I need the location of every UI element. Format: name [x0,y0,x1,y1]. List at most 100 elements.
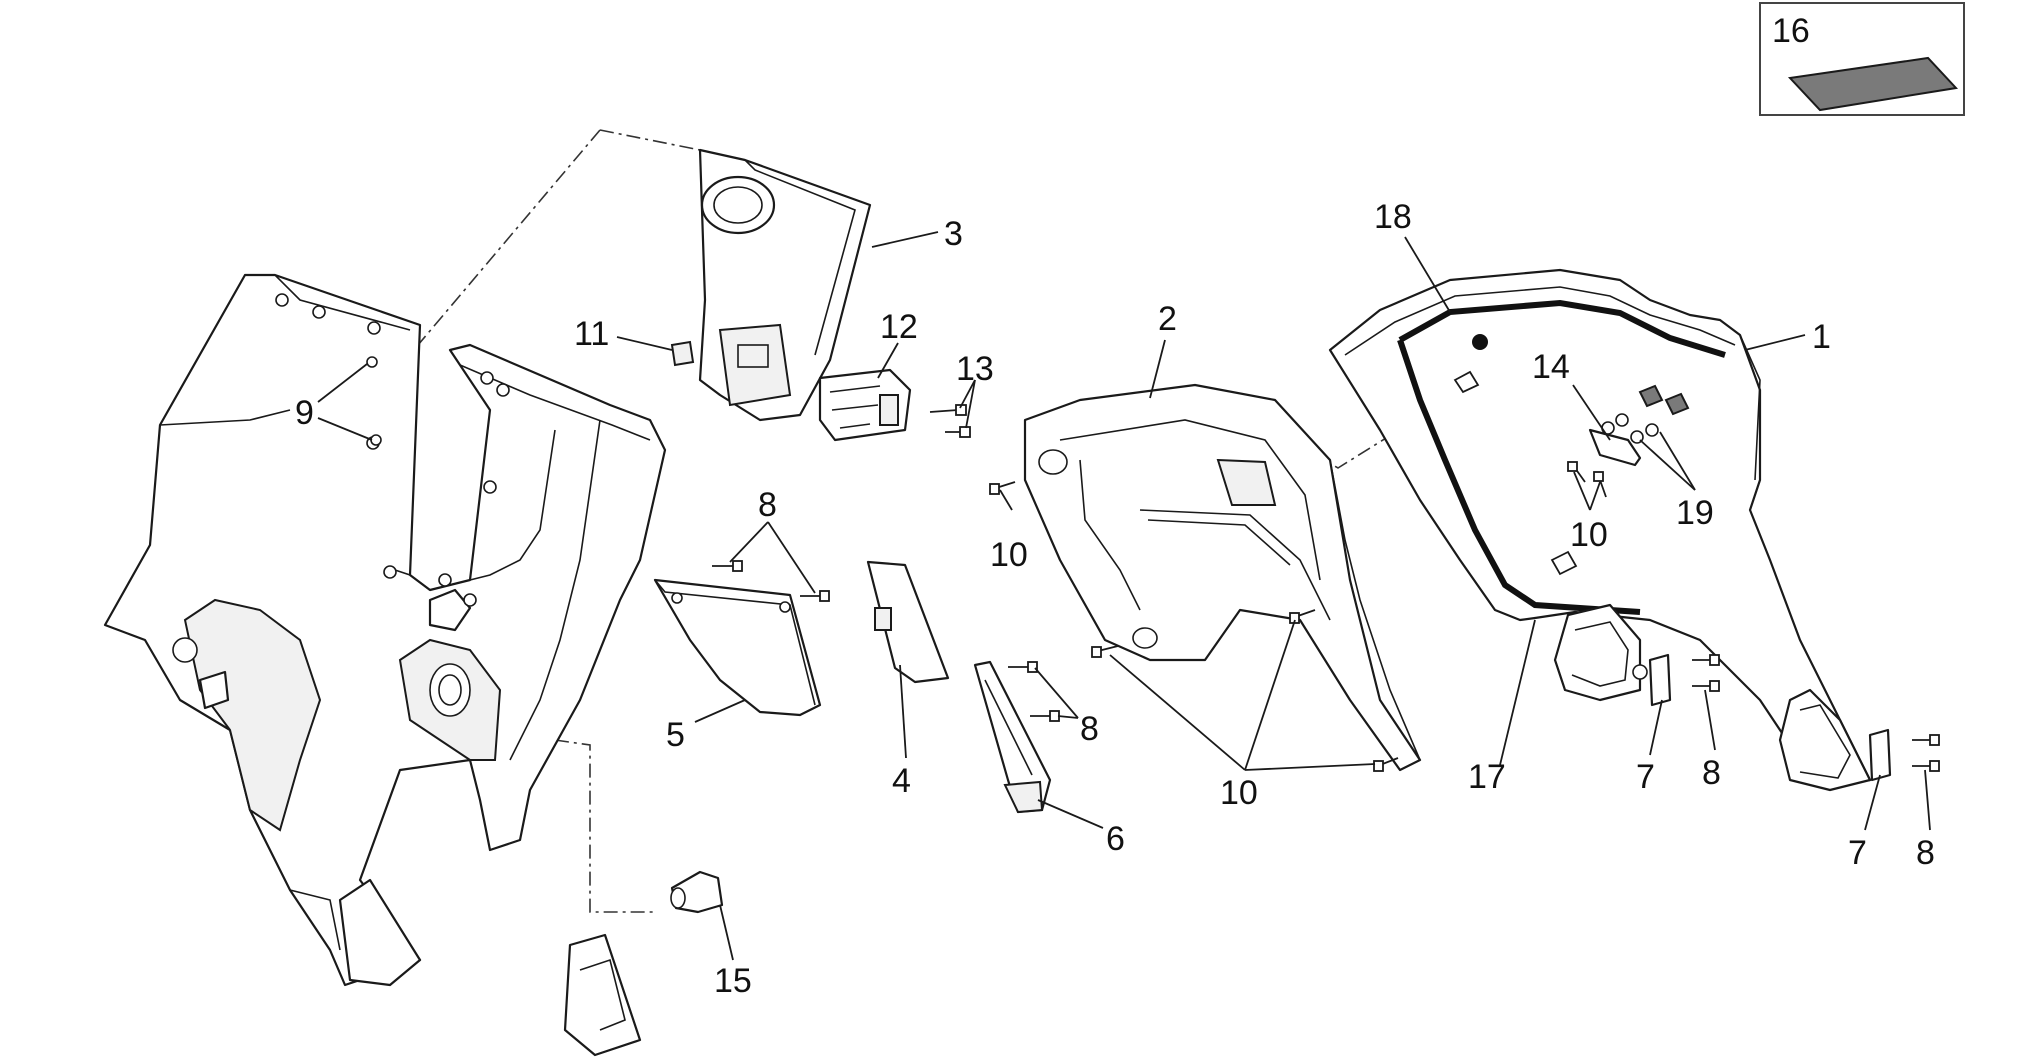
callout-9: 9 [295,394,314,432]
fitting-end [670,887,686,909]
leader-9b [317,417,373,441]
callout-11: 11 [574,315,609,353]
assembly-line-15 [554,739,655,913]
part-11-clip [670,340,695,367]
panel-tab [874,607,892,631]
part-10-screws-middle [989,481,1399,772]
callout-3: 3 [944,215,963,253]
assembly-line-3 [417,129,601,346]
hole [483,480,497,494]
callout-8d: 8 [1916,834,1935,872]
callout-7b: 7 [1848,834,1867,872]
leader-10a [999,489,1013,511]
leader-19a [1639,439,1696,491]
middle-panel-boss [1038,449,1068,475]
callout-10c: 10 [1570,516,1608,554]
body-rim-right [449,349,651,441]
leader-8a-1 [729,521,769,563]
part-2-middle-panel [1023,383,1422,772]
screw-head [1027,661,1038,673]
hole [367,321,381,335]
callout-12: 12 [880,308,918,346]
screw-head [1709,654,1720,666]
screw-head [732,560,743,572]
body-centre-port-inner [438,674,462,706]
part-19-nuts [1601,384,1690,444]
callout-6: 6 [1106,820,1125,858]
leader-3 [871,231,939,248]
screw-head [1091,646,1102,658]
hole [383,565,397,579]
callout-13: 13 [956,350,994,388]
inset-part-16 [1759,2,1965,116]
leader-4 [899,664,907,759]
screw [1599,479,1607,498]
middle-panel-edge [1329,459,1421,761]
part-18-seal [1397,299,1726,615]
upper-cover-duct [700,175,776,235]
hole [480,371,494,385]
middle-panel-inner-rim [1059,419,1321,581]
middle-panel-channel-inner [1147,519,1291,566]
screw-head [1929,734,1940,746]
callout-18: 18 [1374,198,1412,236]
middle-panel-boss-lower [1132,627,1158,649]
screw-head [959,426,971,438]
bracket-7 [1868,728,1892,782]
screw-head [819,590,830,602]
panel-outline [866,560,950,684]
strip-groove [984,679,1033,776]
callout-7a: 7 [1636,758,1655,796]
screw-head [1049,710,1060,722]
hole [463,593,477,607]
leader-7b [1864,774,1881,831]
callout-14: 14 [1532,348,1570,386]
strip-foot [1003,780,1044,814]
leader-6 [1037,799,1104,829]
lower-cover-rim [654,579,816,706]
gasket-pad [1787,56,1959,112]
part-8-screws-lower [1008,661,1060,722]
right-cover-foot-left-inner [1571,621,1629,687]
bracket-latch [879,394,899,426]
part-14-bracket [1588,428,1642,467]
hole [275,293,289,307]
leader-12 [877,342,899,379]
spring-nut [1638,384,1664,408]
leader-17 [1499,619,1536,766]
callout-16: 16 [1772,12,1810,50]
hole [779,601,791,613]
right-cover-foot-right-inner [1799,704,1851,779]
assembly-line-3b [599,129,701,151]
nut [1645,423,1659,437]
callout-5: 5 [666,716,685,754]
right-cover-rim [1344,286,1736,356]
part-10-screws-right [1567,461,1607,498]
callout-8b: 8 [1080,710,1099,748]
middle-panel-window [1216,458,1277,506]
leader-15 [719,904,734,961]
rivet [366,356,378,368]
screw-head [1593,471,1604,482]
leader-10c-2 [1589,481,1601,511]
screw-head [1373,760,1384,772]
part-12-bracket [818,368,912,442]
leader-9a [317,363,368,403]
part-4-panel [866,560,950,684]
screw-head [1709,680,1720,692]
rivet [370,434,382,446]
body-side-tube [198,670,230,710]
hole [312,305,326,319]
middle-panel-channel [1139,509,1331,621]
upper-cover-duct-inner [713,186,763,224]
bracket-slots [829,385,881,429]
middle-panel-inner-left [1079,459,1141,611]
leader-2 [1149,339,1166,399]
callout-19: 19 [1676,494,1714,532]
leader-1 [1744,334,1806,351]
part-13-screws [929,404,971,438]
right-cover-marker [1472,334,1488,350]
part-6-strip [973,660,1052,814]
callout-2: 2 [1158,300,1177,338]
